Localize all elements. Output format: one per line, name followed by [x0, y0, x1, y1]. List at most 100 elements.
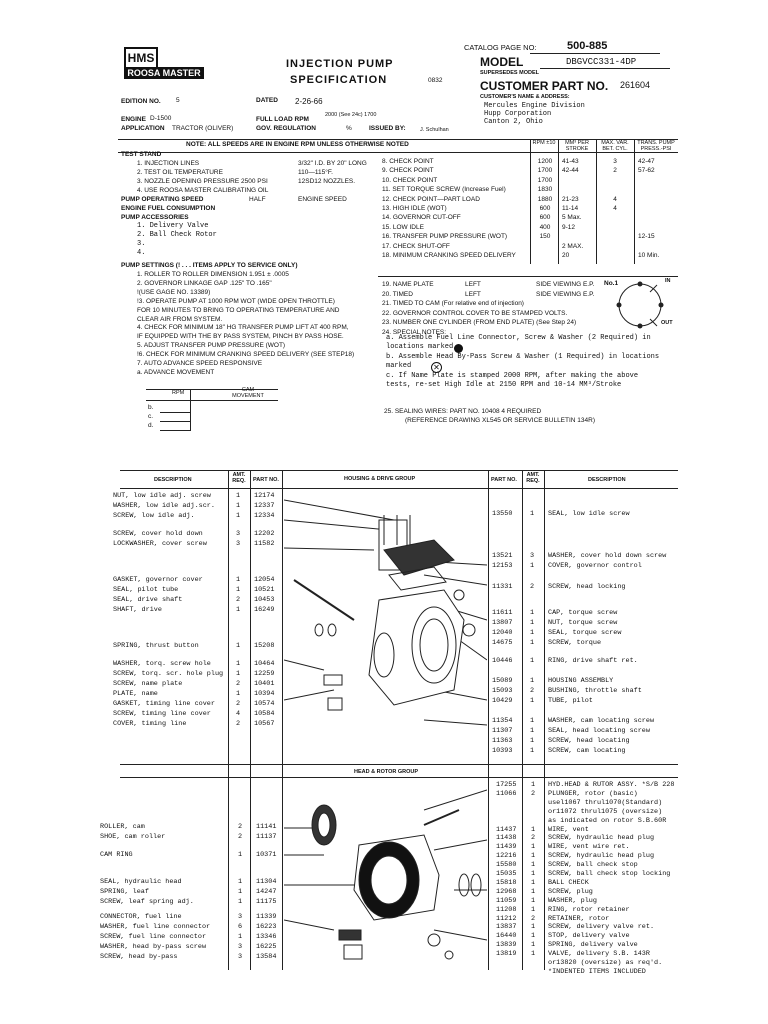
- part-number: 11066: [496, 789, 517, 798]
- in-label: IN: [665, 278, 671, 284]
- part-number: 13346: [256, 933, 277, 941]
- part-number: 11137: [256, 833, 277, 841]
- part-description: BUSHING, throttle shaft: [548, 687, 642, 695]
- part-description: BALL CHECK: [548, 878, 589, 887]
- part-description: SCREW, name plate: [113, 680, 183, 688]
- part-number: 13521: [492, 552, 513, 560]
- part-header-left: PART NO.: [253, 477, 279, 483]
- part-qty: 6: [238, 923, 243, 931]
- part-number: 11611: [492, 609, 513, 617]
- part-qty: 1: [236, 690, 241, 698]
- customer-part-label: CUSTOMER PART NO.: [480, 79, 609, 93]
- part-number: 15089: [492, 677, 513, 685]
- part-qty: 1: [530, 737, 535, 745]
- part-description: WASHER, torq. screw hole: [113, 660, 211, 668]
- part-description: TUBE, pilot: [548, 697, 593, 705]
- sealing-wires: 25. SEALING WIRES: PART NO. 10408 4 REQU…: [384, 408, 542, 415]
- part-qty: 1: [531, 852, 536, 861]
- edition-value: 5: [176, 97, 180, 104]
- part-qty: 1: [530, 629, 535, 637]
- part-qty: 1: [236, 586, 241, 594]
- part-number: 11363: [492, 737, 513, 745]
- part-description: SCREW, fuel line connector: [100, 933, 207, 941]
- part-qty: 1: [530, 747, 535, 755]
- part-number: 12040: [492, 629, 513, 637]
- part-description: WASHER, fuel line connector: [100, 923, 211, 931]
- part-number: 12259: [254, 670, 275, 678]
- part-description: SCREW, ball check stop locking: [548, 870, 671, 878]
- cylinder-diagram: [616, 281, 664, 329]
- accessories-label: PUMP ACCESSORIES: [121, 214, 189, 221]
- part-qty: 2: [530, 583, 535, 591]
- part-number: 12968: [496, 887, 517, 896]
- part-number: 15580: [496, 861, 517, 870]
- part-qty: 4: [236, 710, 241, 718]
- col-header-rpm: RPM ±10: [532, 140, 556, 146]
- desc-header-right: DESCRIPTION: [588, 477, 626, 483]
- part-qty: 1: [530, 697, 535, 705]
- col-header-mm3: MM³ PER STROKE: [565, 140, 589, 152]
- part-number: 10371: [256, 851, 277, 859]
- part-qty: 1: [530, 562, 535, 570]
- part-description: SEAL, low idle screw: [548, 510, 630, 518]
- part-description: SCREW, hydraulic head plug: [548, 834, 655, 843]
- part-number: 10464: [254, 660, 275, 668]
- speed-note: NOTE: ALL SPEEDS ARE IN ENGINE RPM UNLES…: [186, 141, 409, 148]
- part-description: CONNECTOR, fuel line: [100, 913, 182, 921]
- part-number: 16249: [254, 606, 275, 614]
- part-description: SEAL, torque screw: [548, 629, 622, 637]
- part-qty: 1: [236, 660, 241, 668]
- part-number: 15035: [496, 870, 517, 878]
- doc-code: 0832: [428, 77, 443, 84]
- part-description: usel1067 thrul1070(Standard): [548, 798, 663, 807]
- part-number: 11141: [256, 823, 277, 831]
- part-qty: 3: [238, 913, 243, 921]
- part-number: 13550: [492, 510, 513, 518]
- part-number: 10393: [492, 747, 513, 755]
- part-number: 11331: [492, 583, 513, 591]
- part-number: 10453: [254, 596, 275, 604]
- part-description: WASHER, cam locating screw: [548, 717, 655, 725]
- amt-header-right: AMT. REQ.: [526, 472, 540, 484]
- part-qty: 1: [530, 510, 535, 518]
- settings-list: 1. ROLLER TO ROLLER DIMENSION 1.951 ± .0…: [137, 271, 355, 376]
- part-description: LOCKWASHER, cover screw: [113, 540, 207, 548]
- amt-header-left: AMT. REQ.: [232, 472, 246, 484]
- part-number: 12216: [496, 852, 517, 861]
- part-description: as indicated on rotor S.B.60R: [548, 816, 667, 825]
- engine-value: D-1500: [150, 115, 172, 122]
- part-number: 15818: [496, 878, 517, 887]
- part-qty: 1: [531, 905, 536, 914]
- test-stand-values: 3/32" I.D. BY 20" LONG 110—115°F. 12SD12…: [298, 160, 367, 185]
- application-value: TRACTOR (OLIVER): [172, 125, 234, 132]
- part-qty: 1: [530, 639, 535, 647]
- part-qty: 1: [236, 576, 241, 584]
- part-number: 11307: [492, 727, 513, 735]
- col-header-var: MAX. VAR. BET. CYL.: [601, 140, 629, 152]
- supersedes-label: SUPERSEDES MODEL: [480, 70, 539, 76]
- part-description: CAP, torque screw: [548, 609, 618, 617]
- part-description: SCREW, head by-pass: [100, 953, 178, 961]
- part-number: 11438: [496, 834, 517, 843]
- part-description: SEAL, head locating screw: [548, 727, 650, 735]
- part-qty: 2: [531, 789, 536, 798]
- part-description: WIRE, vent wire ret.: [548, 843, 630, 852]
- fuel-consumption-label: ENGINE FUEL CONSUMPTION: [121, 205, 216, 212]
- dated-value: 2-26-66: [295, 97, 323, 106]
- part-number: 15208: [254, 642, 275, 650]
- part-description: SCREW, leaf spring adj.: [100, 898, 194, 906]
- part-description: SCREW, ball check stop: [548, 861, 638, 870]
- part-number: 11339: [256, 913, 277, 921]
- part-qty: 3: [238, 953, 243, 961]
- checkpoint-labels: 8. CHECK POINT 9. CHECK POINT 10. CHECK …: [382, 158, 516, 260]
- part-number: 11208: [496, 905, 517, 914]
- model-value: DBGVCC331-4DP: [566, 57, 637, 67]
- part-qty: 1: [530, 677, 535, 685]
- part-description: SCREW, low idle adj.: [113, 512, 195, 520]
- part-description: SCREW, delivery valve ret.: [548, 923, 655, 932]
- part-description: or13820 (oversize) as req'd.: [548, 959, 663, 967]
- part-number: 13584: [256, 953, 277, 961]
- part-description: COVER, timing line: [113, 720, 187, 728]
